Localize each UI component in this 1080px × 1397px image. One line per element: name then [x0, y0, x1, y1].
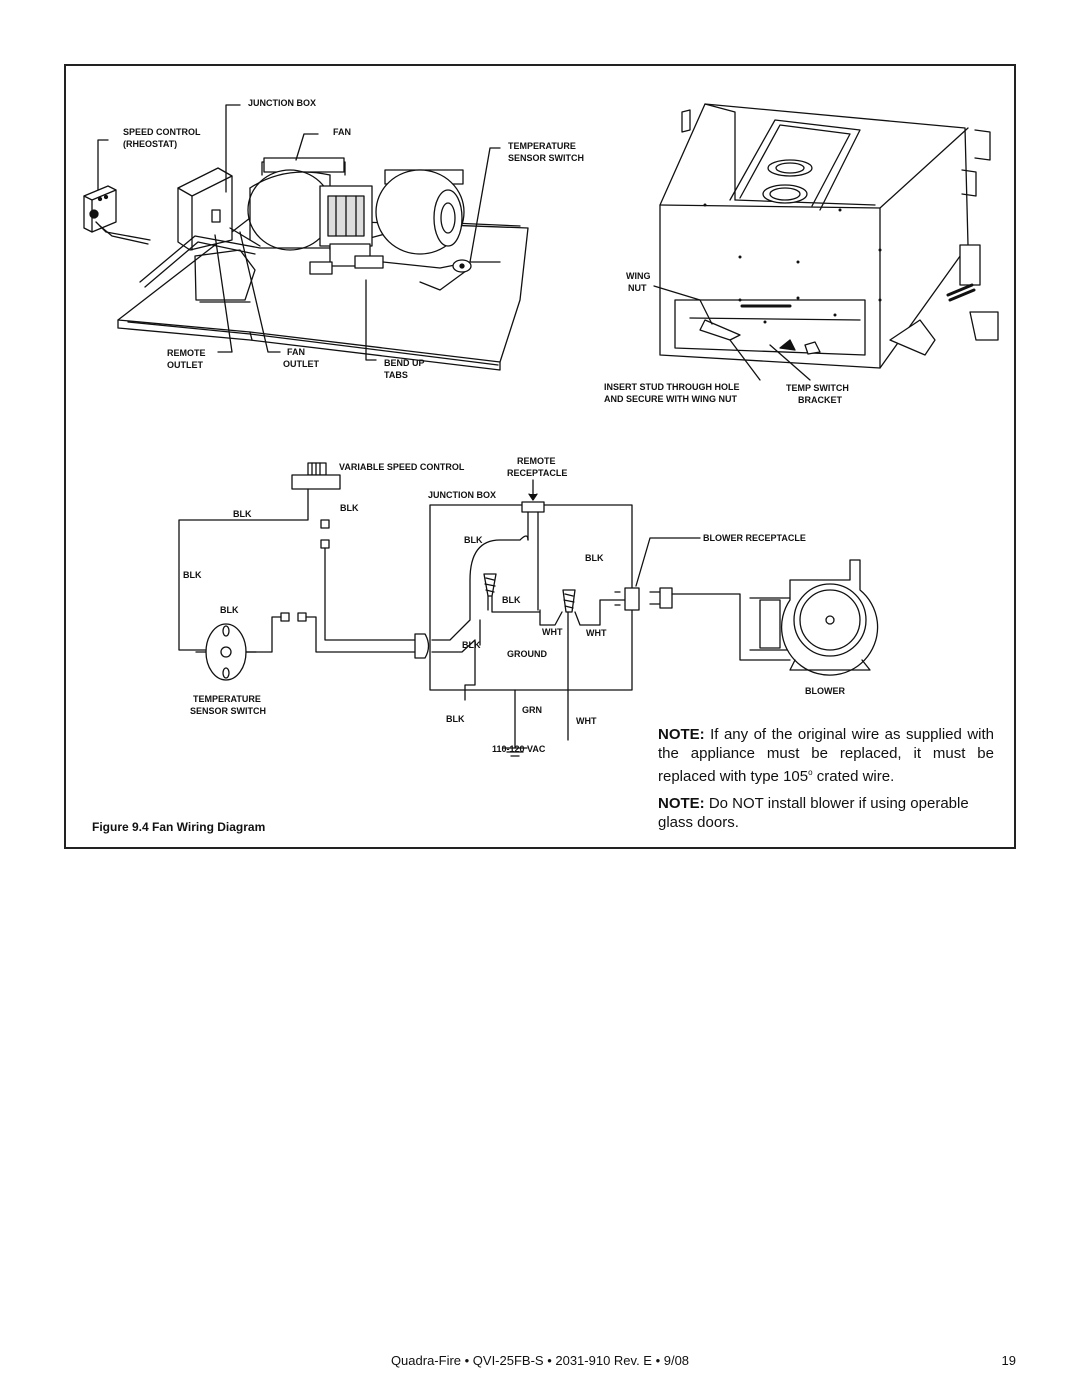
schematic-labels: VARIABLE SPEED CONTROL REMOTE RECEPTACLE…: [183, 456, 845, 754]
label-schematic-junction-box: JUNCTION BOX: [428, 490, 496, 500]
label-blk-4: BLK: [585, 553, 604, 563]
blower-assembly-illustration: [83, 104, 529, 371]
label-junction-box: JUNCTION BOX: [248, 98, 316, 108]
footer-document-info: Quadra-Fire • QVI-25FB-S • 2031-910 Rev.…: [390, 1353, 690, 1368]
label-wht-3: WHT: [576, 716, 597, 726]
label-sensor-switch: SENSOR SWITCH: [508, 153, 584, 163]
label-110-120-vac: 110-120 VAC: [492, 744, 546, 754]
label-wing: WING: [626, 271, 651, 281]
note1-end: crated wire.: [812, 768, 895, 785]
label-blk-1: BLK: [233, 509, 252, 519]
blower-motor-illustration: [749, 559, 879, 676]
label-grn: GRN: [522, 705, 542, 715]
label-remote-receptacle-1: REMOTE: [517, 456, 556, 466]
label-remote: REMOTE: [167, 348, 206, 358]
label-schematic-temperature: TEMPERATURE: [193, 694, 261, 704]
page-number: 19: [1001, 1353, 1016, 1368]
note-glass-doors: NOTE: Do NOT install blower if using ope…: [658, 794, 996, 832]
label-temperature: TEMPERATURE: [508, 141, 576, 151]
label-wht-1: WHT: [542, 627, 563, 637]
label-blk-6: BLK: [502, 595, 521, 605]
label-nut: NUT: [628, 283, 647, 293]
label-rheostat: (RHEOSTAT): [123, 139, 177, 149]
label-bend-up: BEND UP: [384, 358, 425, 368]
label-temp-switch: TEMP SWITCH: [786, 383, 849, 393]
leader-junction-box: [225, 104, 241, 193]
label-outlet: OUTLET: [167, 360, 203, 370]
label-blower-receptacle: BLOWER RECEPTACLE: [703, 533, 806, 543]
label-blk-2: BLK: [340, 503, 359, 513]
label-blower: BLOWER: [805, 686, 845, 696]
label-fan-outlet-2: OUTLET: [283, 359, 319, 369]
note1-text: If any of the original wire as supplied …: [658, 726, 994, 785]
degree-symbol: o: [808, 768, 813, 777]
firebox-labels: WING NUT INSERT STUD THROUGH HOLE AND SE…: [604, 271, 849, 405]
wiring-schematic: [178, 462, 879, 757]
label-blk-3: BLK: [464, 535, 483, 545]
note-label-2: NOTE:: [658, 795, 705, 812]
label-blk-5: BLK: [183, 570, 202, 580]
label-speed-control: SPEED CONTROL: [123, 127, 201, 137]
label-secure-wing-nut: AND SECURE WITH WING NUT: [604, 394, 737, 404]
label-fan: FAN: [333, 127, 351, 137]
label-ground: GROUND: [507, 649, 547, 659]
note2-text: Do NOT install blower if using operable …: [658, 795, 969, 831]
label-fan-outlet: FAN: [287, 347, 305, 357]
blower-labels: JUNCTION BOX SPEED CONTROL (RHEOSTAT) FA…: [123, 98, 584, 380]
label-insert-stud: INSERT STUD THROUGH HOLE: [604, 382, 740, 392]
note-wire-replacement: NOTE: If any of the original wire as sup…: [658, 725, 994, 786]
note-label: NOTE:: [658, 726, 705, 743]
figure-caption: Figure 9.4 Fan Wiring Diagram: [92, 820, 266, 834]
label-blk-9: BLK: [446, 714, 465, 724]
label-wht-2: WHT: [586, 628, 607, 638]
firebox-illustration: [653, 103, 999, 381]
label-remote-receptacle-2: RECEPTACLE: [507, 468, 567, 478]
label-variable-speed-control: VARIABLE SPEED CONTROL: [339, 462, 465, 472]
label-tabs: TABS: [384, 370, 408, 380]
label-blk-7: BLK: [220, 605, 239, 615]
figure-frame: [64, 64, 1016, 849]
label-blk-8: BLK: [462, 640, 481, 650]
label-schematic-sensor-switch: SENSOR SWITCH: [190, 706, 266, 716]
label-bracket: BRACKET: [798, 395, 843, 405]
